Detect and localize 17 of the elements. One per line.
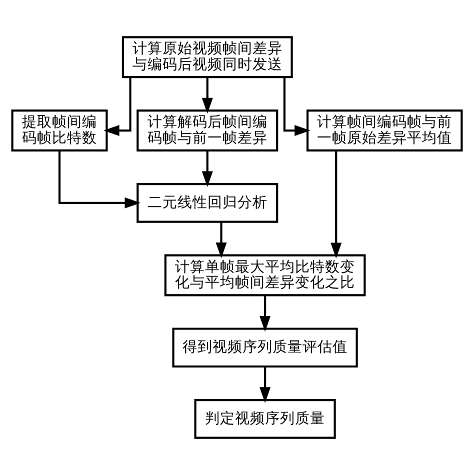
node-box: 二元线性回归分析 — [136, 182, 278, 223]
arrow — [58, 150, 141, 208]
node-box: 计算帧间编码帧与前一帧原始差异平均值 — [306, 110, 463, 152]
arrow — [260, 366, 271, 403]
arrow — [216, 222, 227, 258]
arrow — [202, 77, 213, 114]
node-box: 判定视频序列质量 — [194, 399, 336, 439]
arrow — [330, 150, 342, 258]
node-box: 得到视频序列质量评估值 — [172, 328, 358, 368]
arrow — [283, 77, 310, 136]
node-box: 计算原始视频帧间差异与编码后视频同时发送 — [122, 36, 293, 78]
node-box: 提取帧间编码帧比特数 — [11, 110, 108, 152]
node-box: 计算解码后帧间编码帧与前一帧差异 — [136, 110, 278, 152]
arrow — [260, 295, 271, 332]
arrow — [202, 150, 213, 187]
arrow — [104, 77, 132, 136]
node-box: 计算单帧最大平均比特数变化与平均帧间差异变化之比 — [164, 254, 366, 296]
